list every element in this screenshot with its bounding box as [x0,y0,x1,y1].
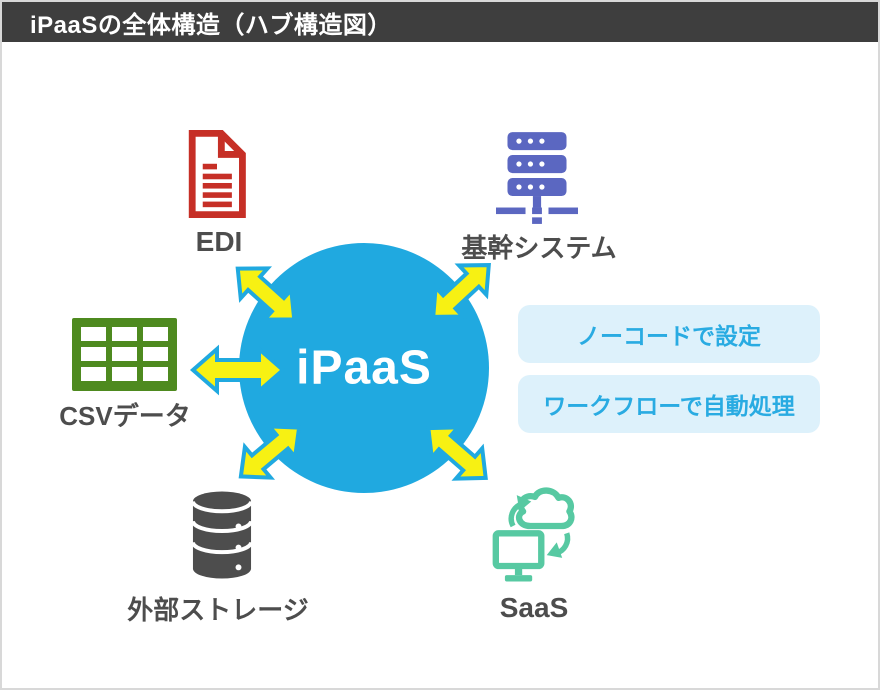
node-label-core-system: 基幹システム [461,233,617,263]
callout-workflow: ワークフローで自動処理 [518,375,820,433]
page-title: iPaaSの全体構造（ハブ構造図） [30,11,392,39]
callout-workflow-label: ワークフローで自動処理 [543,393,795,419]
document-icon [188,129,246,219]
table-grid-icon [72,318,177,391]
node-label-storage: 外部ストレージ [127,595,309,625]
server-icon [496,132,578,224]
hub-label: iPaaS [296,341,432,395]
node-label-edi: EDI [195,226,243,257]
callout-no-code: ノーコードで設定 [518,305,820,363]
node-label-csv: CSVデータ [59,401,191,431]
title-bar: iPaaSの全体構造（ハブ構造図） [2,2,878,42]
arrow-northwest [235,266,297,322]
arrow-northeast [431,263,491,319]
arrow-southwest [238,424,302,480]
arrow-west [189,344,287,396]
node-label-saas: SaaS [499,592,569,623]
callout-no-code-label: ノーコードで設定 [577,323,761,349]
arrow-southeast [426,425,488,481]
database-icon [190,491,254,579]
cloud-sync-icon [492,487,575,582]
hub-circle [239,243,489,493]
